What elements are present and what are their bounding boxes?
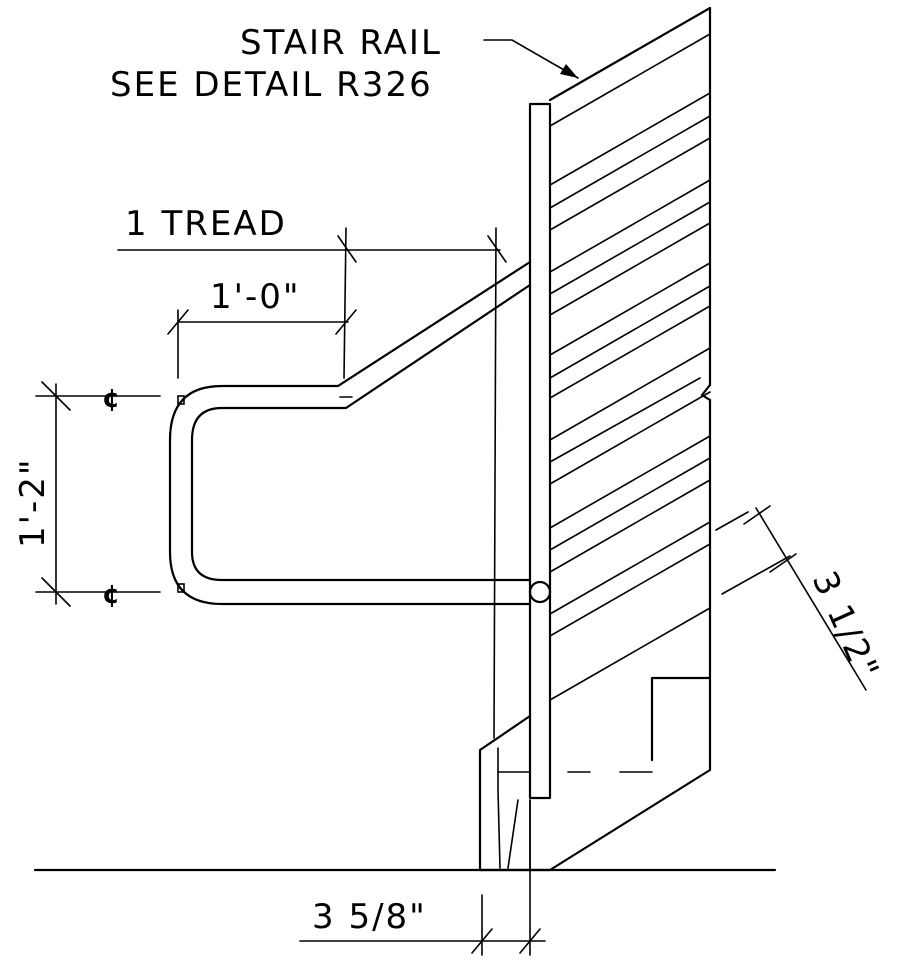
rail-post xyxy=(528,102,552,800)
dimension-3-5-8: 3 5/8" xyxy=(299,799,546,956)
stair-rail-title: STAIR RAIL xyxy=(240,23,442,63)
dim-3-1-2-label: 3 1/2" xyxy=(804,565,887,686)
tread-label: 1 TREAD xyxy=(125,204,287,244)
stair-rail-subtitle: SEE DETAIL R326 xyxy=(110,65,433,105)
stair-rail-callout: STAIR RAIL SEE DETAIL R326 xyxy=(110,23,579,105)
one-foot-label: 1'-0" xyxy=(210,277,301,317)
centerline-bottom-icon: ¢ xyxy=(102,580,120,610)
dimension-tread: 1 TREAD xyxy=(117,204,507,739)
post-base xyxy=(478,714,552,872)
dim-3-5-8-label: 3 5/8" xyxy=(312,897,427,937)
dimension-3-1-2: 3 1/2" xyxy=(715,505,887,691)
stair-stringer xyxy=(497,6,712,872)
dimension-rail-height: 1'-2" ¢ ¢ xyxy=(13,381,161,610)
dimension-one-foot: 1'-0" xyxy=(167,227,357,379)
rail-height-label: 1'-2" xyxy=(13,457,53,548)
centerline-top-icon: ¢ xyxy=(102,384,120,414)
handrail-tube xyxy=(168,260,552,606)
